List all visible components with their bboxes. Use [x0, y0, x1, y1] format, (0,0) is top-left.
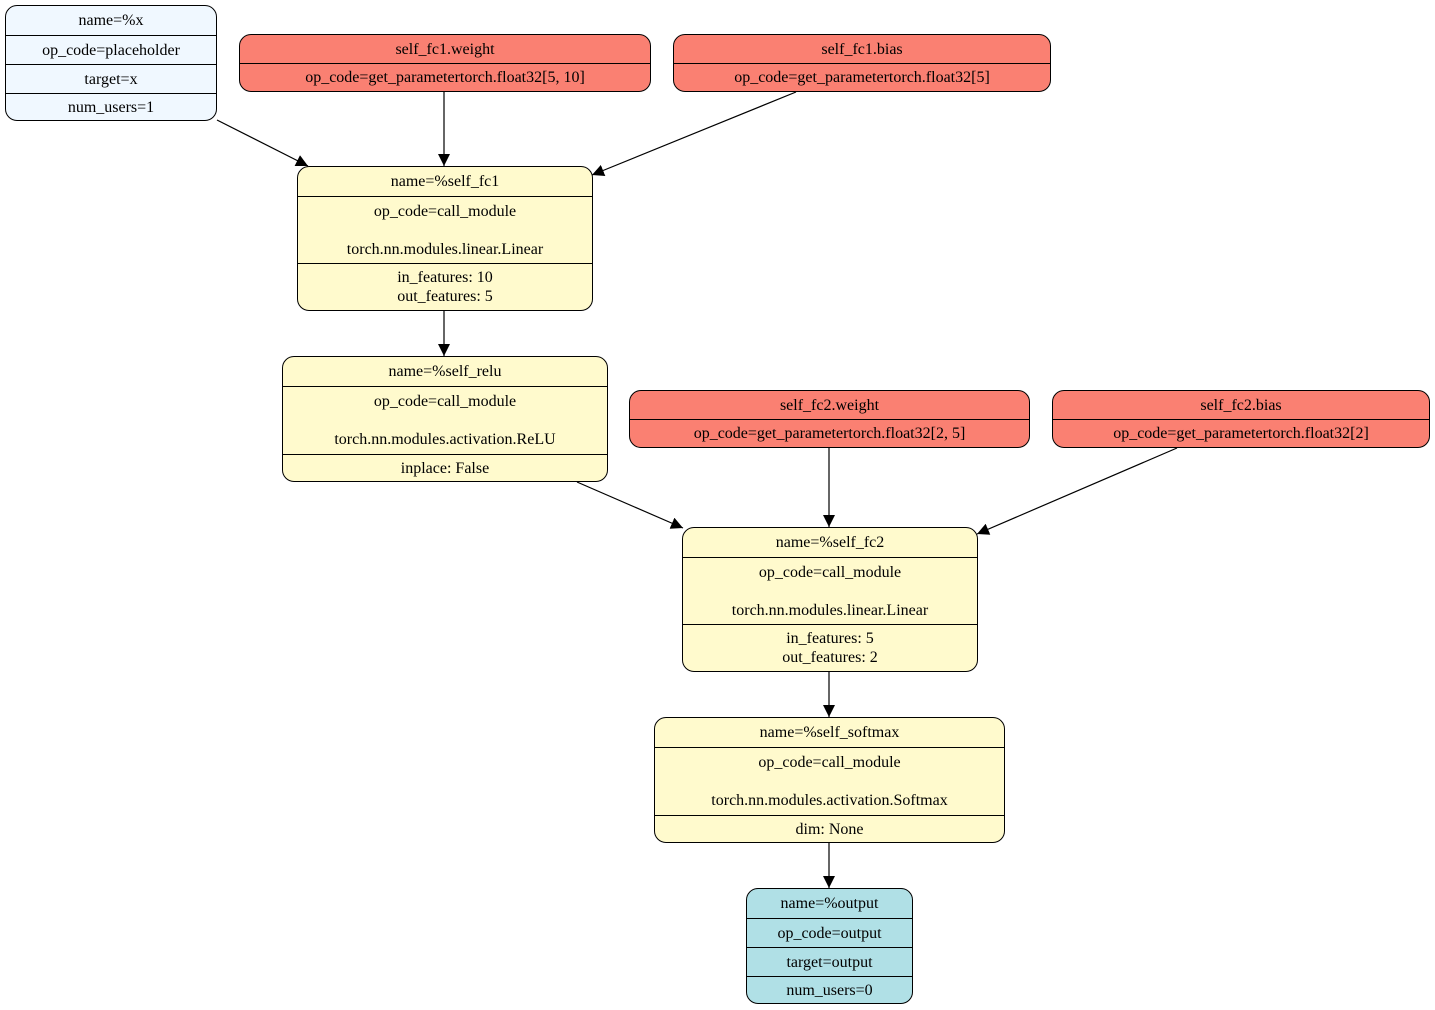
- edge-fc2-bias-to-fc2: [976, 447, 1178, 535]
- node-output-opcode: op_code=output: [777, 924, 882, 942]
- node-self-relu-module: torch.nn.modules.activation.ReLU: [334, 431, 556, 448]
- node-self-softmax-params-row: dim: None: [655, 815, 1004, 842]
- node-fc1-bias-opcode: op_code=get_parametertorch.float32[5]: [734, 69, 990, 86]
- node-fc1-weight-title-row: self_fc1.weight: [240, 35, 650, 63]
- node-self-fc2-params-row: in_features: 5 out_features: 2: [683, 624, 977, 671]
- node-fc1-bias-title: self_fc1.bias: [821, 40, 903, 58]
- node-output-numusers: num_users=0: [786, 981, 873, 999]
- node-self-softmax: name=%self_softmax op_code=call_module t…: [654, 717, 1005, 843]
- node-self-fc2: name=%self_fc2 op_code=call_module torch…: [682, 527, 978, 672]
- node-self-fc1-name: name=%self_fc1: [390, 173, 500, 190]
- node-fc1-weight-opcode-row: op_code=get_parametertorch.float32[5, 10…: [240, 63, 650, 91]
- node-fc1-weight-title: self_fc1.weight: [395, 40, 495, 58]
- node-fc1-weight: self_fc1.weight op_code=get_parametertor…: [239, 34, 651, 92]
- node-fc2-bias-title-row: self_fc2.bias: [1053, 391, 1429, 419]
- node-fc1-bias-opcode-row: op_code=get_parametertorch.float32[5]: [674, 63, 1050, 91]
- node-fc2-bias-title: self_fc2.bias: [1200, 396, 1282, 414]
- node-self-fc1-param2: out_features: 5: [397, 288, 493, 305]
- node-x-numusers: num_users=1: [67, 98, 155, 116]
- node-self-fc2-name: name=%self_fc2: [775, 534, 885, 551]
- node-x-opcode: op_code=placeholder: [42, 41, 180, 59]
- node-self-relu: name=%self_relu op_code=call_module torc…: [282, 356, 608, 482]
- node-fc2-bias-opcode-row: op_code=get_parametertorch.float32[2]: [1053, 419, 1429, 447]
- node-self-fc2-opcode: op_code=call_module: [758, 563, 902, 581]
- node-fc2-weight: self_fc2.weight op_code=get_parametertor…: [629, 390, 1030, 448]
- node-self-fc1-opcode: op_code=call_module: [373, 202, 517, 220]
- node-output-name-row: name=%output: [747, 889, 912, 918]
- node-self-fc2-module: torch.nn.modules.linear.Linear: [731, 601, 929, 619]
- node-self-fc1: name=%self_fc1 op_code=call_module torch…: [297, 166, 593, 311]
- node-output-name: name=%output: [780, 895, 879, 912]
- node-output-target-row: target=output: [747, 947, 912, 976]
- node-self-softmax-opcode: op_code=call_module: [758, 754, 901, 771]
- node-self-relu-name: name=%self_relu: [388, 363, 502, 380]
- node-self-fc1-params-row: in_features: 10 out_features: 5: [298, 263, 592, 310]
- node-x-numusers-row: num_users=1: [6, 93, 216, 120]
- node-fc2-weight-title-row: self_fc2.weight: [630, 391, 1029, 419]
- node-output-target: target=output: [786, 953, 873, 971]
- node-fc1-weight-opcode: op_code=get_parametertorch.float32[5, 10…: [305, 69, 585, 86]
- node-self-relu-params-row: inplace: False: [283, 454, 607, 481]
- node-x-name-row: name=%x: [6, 6, 216, 35]
- node-self-fc1-name-row: name=%self_fc1: [298, 167, 592, 196]
- node-fc2-weight-opcode-row: op_code=get_parametertorch.float32[2, 5]: [630, 419, 1029, 447]
- node-self-fc1-opcode-row: op_code=call_module torch.nn.modules.lin…: [298, 196, 592, 263]
- node-fc2-bias-opcode: op_code=get_parametertorch.float32[2]: [1113, 425, 1369, 442]
- node-self-fc2-opcode-row: op_code=call_module torch.nn.modules.lin…: [683, 557, 977, 624]
- node-self-fc1-param1: in_features: 10: [397, 269, 493, 286]
- node-self-fc1-module: torch.nn.modules.linear.Linear: [346, 240, 544, 258]
- node-output-opcode-row: op_code=output: [747, 918, 912, 947]
- node-self-softmax-param1: dim: None: [795, 820, 864, 838]
- node-x-opcode-row: op_code=placeholder: [6, 35, 216, 64]
- node-fc1-bias: self_fc1.bias op_code=get_parametertorch…: [673, 34, 1051, 92]
- edge-fc1-bias-to-fc1: [591, 91, 797, 177]
- node-x-target-row: target=x: [6, 64, 216, 93]
- node-self-relu-opcode-row: op_code=call_module torch.nn.modules.act…: [283, 386, 607, 454]
- node-self-relu-opcode: op_code=call_module: [373, 393, 517, 410]
- node-fc2-weight-opcode: op_code=get_parametertorch.float32[2, 5]: [693, 425, 966, 442]
- node-fc2-bias: self_fc2.bias op_code=get_parametertorch…: [1052, 390, 1430, 448]
- node-self-fc2-param1: in_features: 5: [786, 630, 874, 647]
- node-self-softmax-opcode-row: op_code=call_module torch.nn.modules.act…: [655, 747, 1004, 815]
- node-x-target: target=x: [84, 70, 138, 88]
- node-self-relu-name-row: name=%self_relu: [283, 357, 607, 386]
- node-self-fc2-name-row: name=%self_fc2: [683, 528, 977, 557]
- node-self-fc2-param2: out_features: 2: [782, 649, 878, 666]
- node-self-softmax-module: torch.nn.modules.activation.Softmax: [711, 792, 948, 809]
- node-self-softmax-name-row: name=%self_softmax: [655, 718, 1004, 747]
- node-output-numusers-row: num_users=0: [747, 976, 912, 1003]
- node-self-softmax-name: name=%self_softmax: [759, 724, 900, 741]
- edge-relu-to-fc2: [576, 481, 684, 529]
- node-output: name=%output op_code=output target=outpu…: [746, 888, 913, 1004]
- node-x-name: name=%x: [78, 12, 144, 29]
- node-self-relu-param1: inplace: False: [400, 459, 490, 477]
- edge-x-to-fc1: [216, 119, 309, 167]
- node-x: name=%x op_code=placeholder target=x num…: [5, 5, 217, 121]
- node-fc2-weight-title: self_fc2.weight: [779, 396, 880, 414]
- node-fc1-bias-title-row: self_fc1.bias: [674, 35, 1050, 63]
